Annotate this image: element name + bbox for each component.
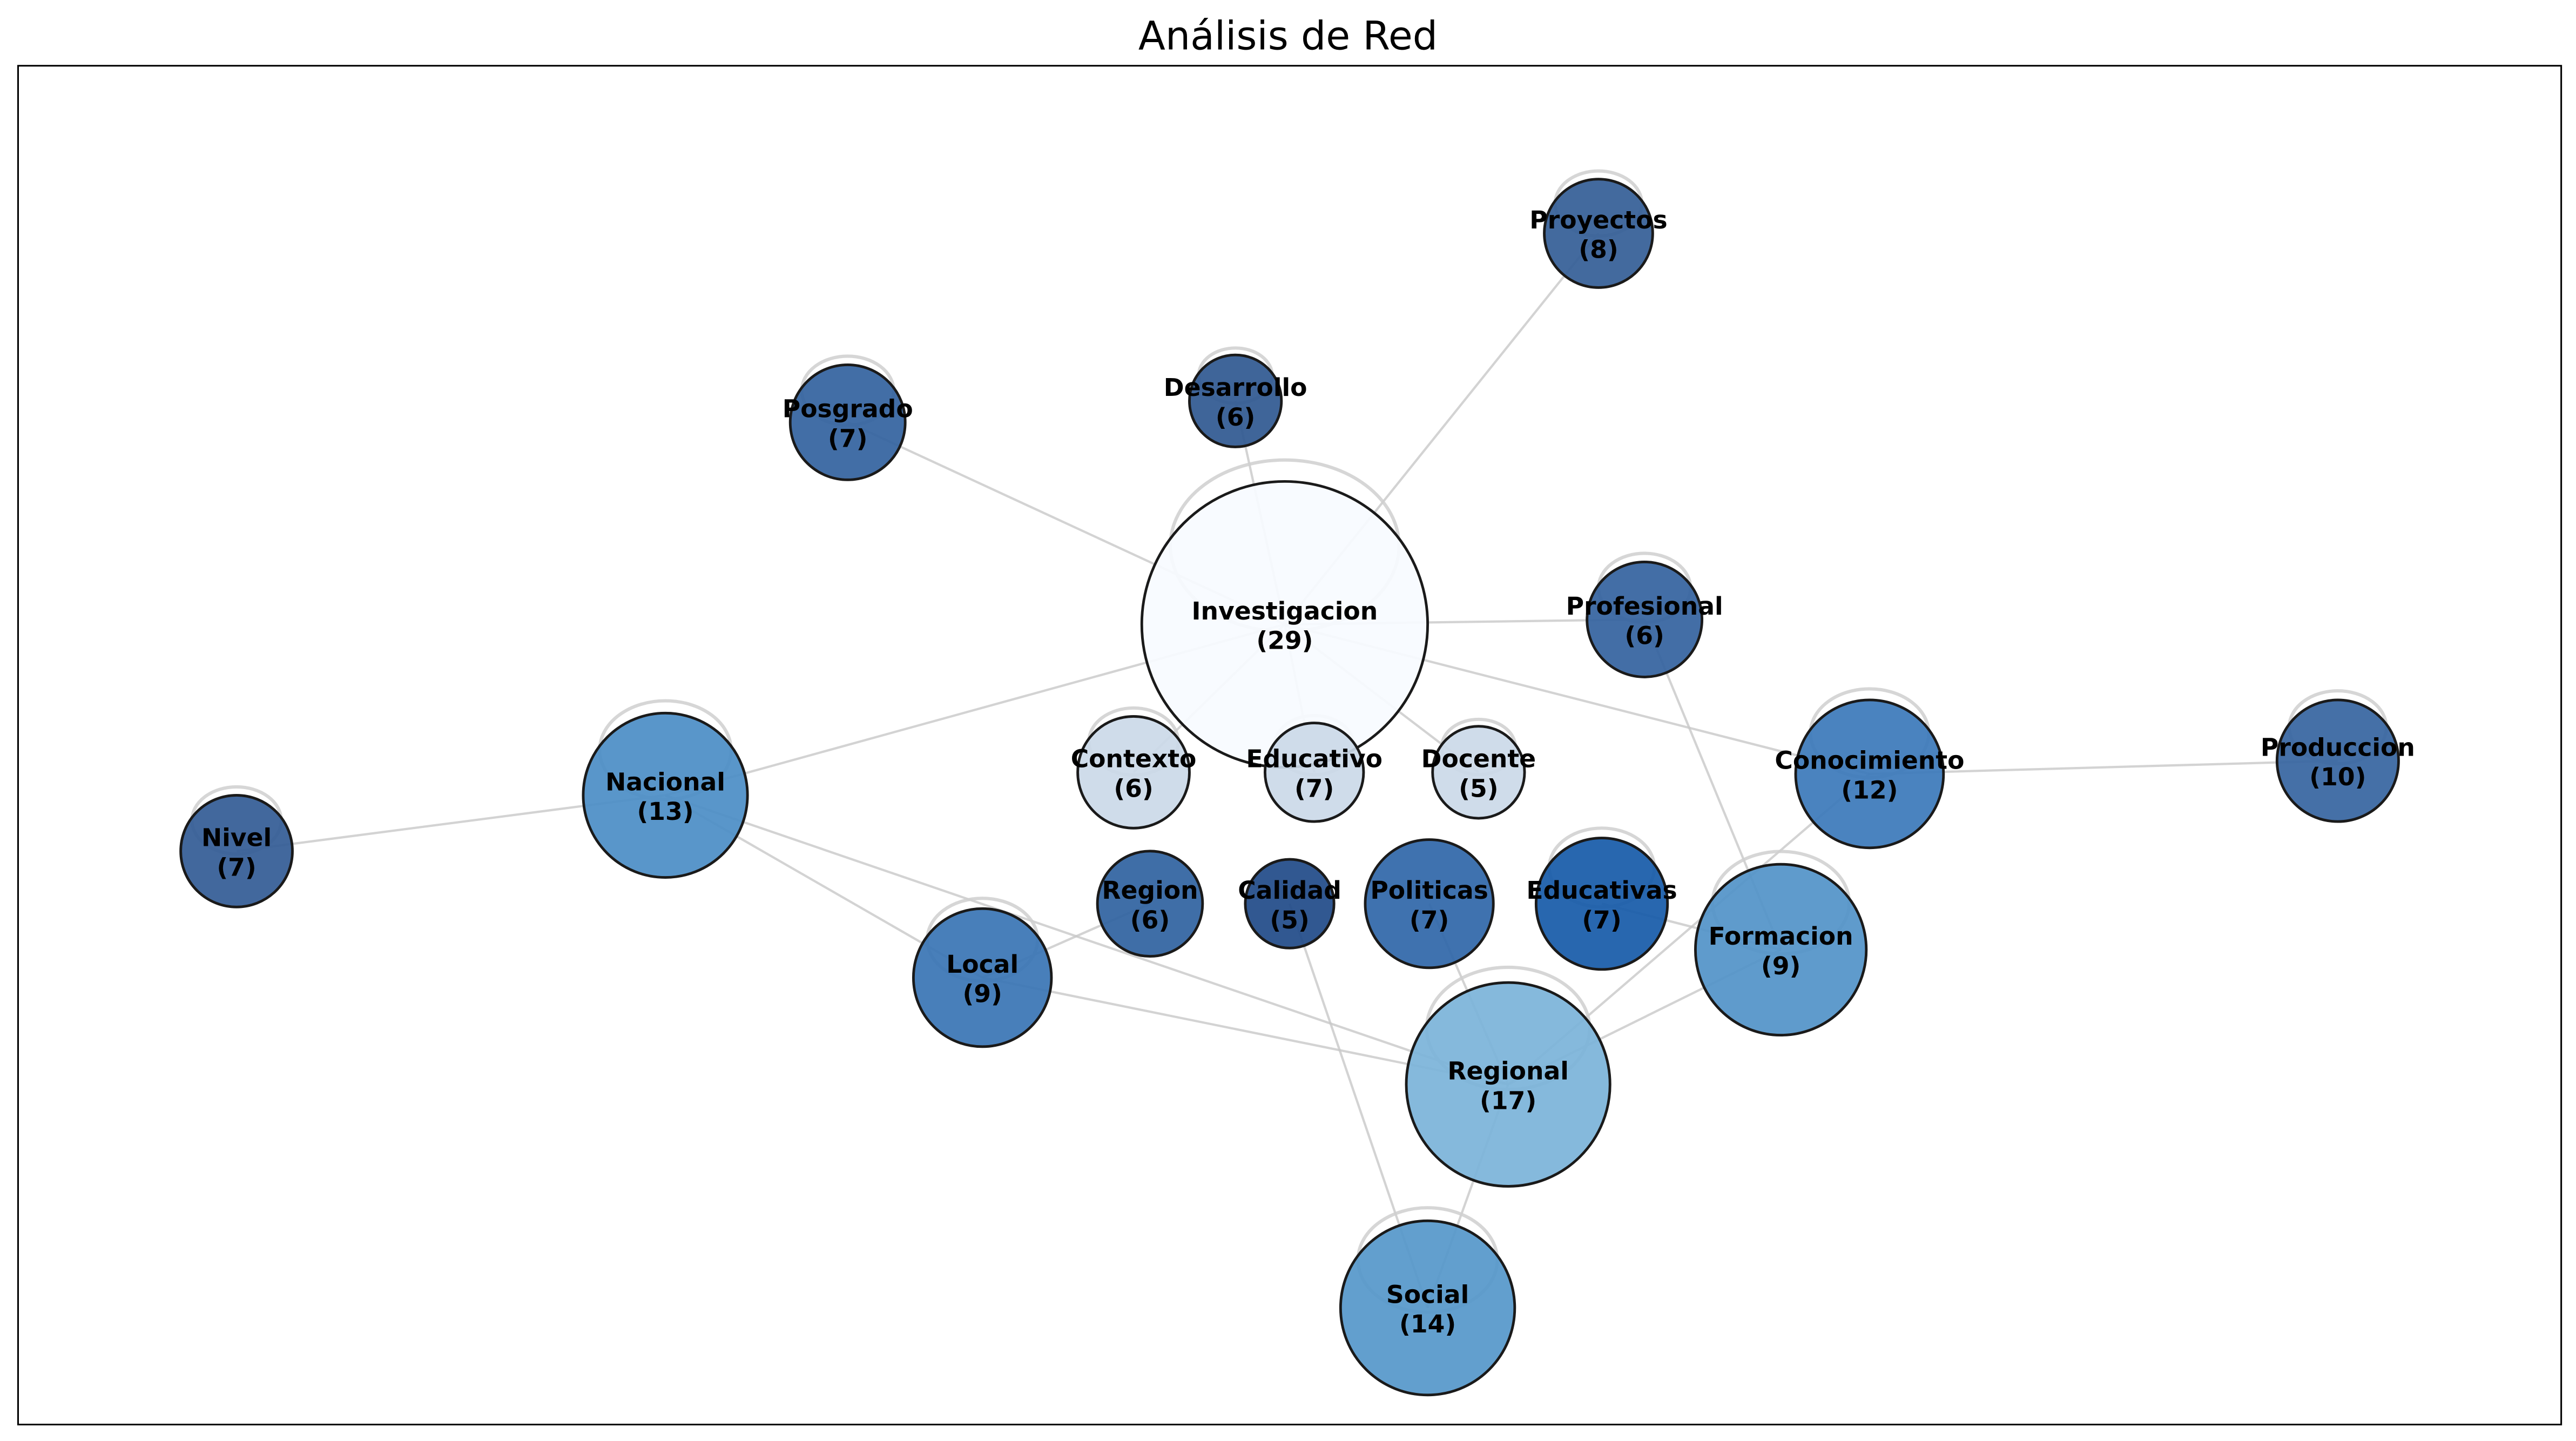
node-social[interactable] bbox=[1339, 1219, 1516, 1397]
node-produccion[interactable] bbox=[2275, 698, 2400, 823]
edge-conocimiento-produccion bbox=[1869, 759, 2338, 775]
node-label-local: Local bbox=[946, 950, 1019, 979]
node-label-produccion: Produccion bbox=[2261, 733, 2415, 762]
node-regional[interactable] bbox=[1405, 981, 1611, 1188]
node-value-nacional: (13) bbox=[637, 797, 693, 826]
node-label-docente: Docente bbox=[1421, 745, 1536, 773]
node-educativas[interactable] bbox=[1534, 837, 1669, 971]
node-label-formacion: Formacion bbox=[1709, 922, 1853, 951]
node-value-produccion: (10) bbox=[2309, 763, 2366, 791]
node-value-calidad: (5) bbox=[1270, 906, 1309, 934]
node-label-proyectos: Proyectos bbox=[1529, 206, 1667, 234]
node-region[interactable] bbox=[1096, 850, 1204, 958]
node-label-investigacion: Investigacion bbox=[1192, 597, 1378, 625]
node-label-contexto: Contexto bbox=[1071, 745, 1197, 773]
node-value-proyectos: (8) bbox=[1579, 235, 1618, 264]
node-nacional[interactable] bbox=[582, 711, 749, 879]
node-profesional[interactable] bbox=[1586, 561, 1704, 678]
labels-layer: Investigacion(29)Contexto(6)Educativo(7)… bbox=[201, 206, 2415, 1338]
node-calidad[interactable] bbox=[1244, 858, 1336, 950]
node-value-desarrollo: (6) bbox=[1216, 403, 1255, 432]
node-value-contexto: (6) bbox=[1114, 774, 1153, 803]
node-value-formacion: (9) bbox=[1761, 952, 1800, 980]
node-label-posgrado: Posgrado bbox=[783, 395, 913, 423]
node-label-educativas: Educativas bbox=[1526, 876, 1677, 905]
node-local[interactable] bbox=[912, 907, 1053, 1048]
node-value-educativo: (7) bbox=[1294, 774, 1334, 803]
node-value-posgrado: (7) bbox=[828, 424, 867, 453]
node-value-local: (9) bbox=[962, 980, 1002, 1008]
node-label-desarrollo: Desarrollo bbox=[1164, 373, 1307, 402]
node-label-conocimiento: Conocimiento bbox=[1775, 746, 1964, 775]
node-value-educativas: (7) bbox=[1582, 906, 1621, 934]
node-desarrollo[interactable] bbox=[1188, 353, 1283, 448]
node-value-docente: (5) bbox=[1459, 774, 1498, 803]
node-label-educativo: Educativo bbox=[1246, 745, 1383, 773]
chart-title: Análisis de Red bbox=[1138, 13, 1438, 59]
node-value-social: (14) bbox=[1399, 1310, 1456, 1338]
node-label-social: Social bbox=[1386, 1280, 1469, 1309]
node-label-profesional: Profesional bbox=[1566, 592, 1723, 621]
node-label-region: Region bbox=[1102, 876, 1198, 905]
node-educativo[interactable] bbox=[1263, 722, 1365, 823]
node-nivel[interactable] bbox=[179, 793, 294, 908]
node-label-politicas: Politicas bbox=[1370, 876, 1488, 905]
plot-frame bbox=[17, 65, 2562, 1426]
node-label-nivel: Nivel bbox=[201, 824, 272, 852]
node-value-politicas: (7) bbox=[1410, 906, 1449, 934]
node-value-nivel: (7) bbox=[217, 853, 256, 881]
node-value-region: (6) bbox=[1130, 906, 1170, 934]
node-label-regional: Regional bbox=[1447, 1057, 1569, 1086]
node-value-investigacion: (29) bbox=[1256, 627, 1313, 655]
nodes-layer bbox=[179, 178, 2400, 1397]
node-value-conocimiento: (12) bbox=[1841, 776, 1898, 804]
node-docente[interactable] bbox=[1431, 725, 1526, 820]
node-value-regional: (17) bbox=[1480, 1086, 1536, 1115]
node-contexto[interactable] bbox=[1076, 715, 1191, 830]
node-proyectos[interactable] bbox=[1543, 178, 1654, 289]
node-politicas[interactable] bbox=[1364, 838, 1495, 969]
node-formacion[interactable] bbox=[1694, 863, 1868, 1036]
edge-nacional-regional bbox=[665, 794, 1509, 1086]
node-posgrado[interactable] bbox=[788, 363, 907, 481]
node-value-profesional: (6) bbox=[1624, 622, 1664, 650]
node-label-nacional: Nacional bbox=[605, 767, 725, 796]
node-conocimiento[interactable] bbox=[1794, 698, 1945, 850]
node-label-calidad: Calidad bbox=[1238, 876, 1341, 905]
